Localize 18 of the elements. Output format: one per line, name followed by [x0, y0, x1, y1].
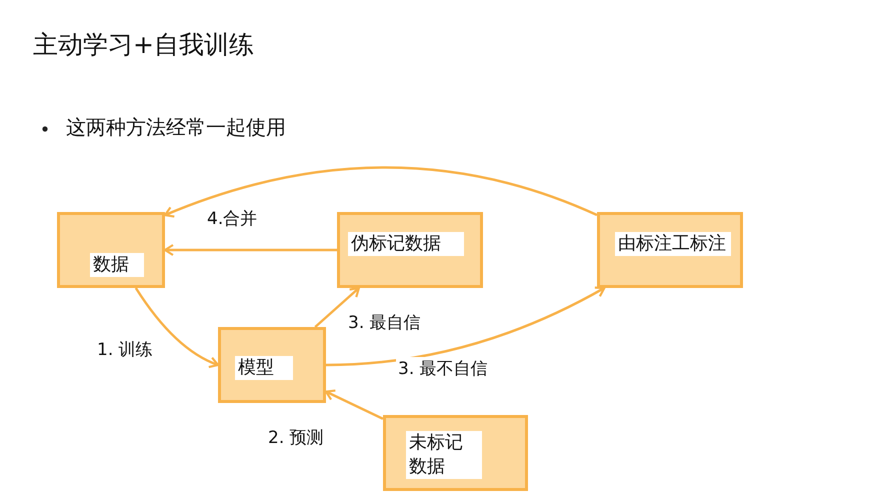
arrow: [164, 244, 337, 256]
node-label: 未标记数据: [406, 431, 482, 479]
arrow: [314, 286, 360, 328]
process-box: [337, 212, 483, 288]
node-label: 伪标记数据: [348, 232, 464, 256]
arrow: [164, 166, 598, 218]
bullet-text: 这两种方法经常一起使用: [66, 114, 286, 141]
process-box: [57, 212, 165, 288]
arrow: [326, 286, 606, 366]
arrow: [134, 287, 220, 368]
node-label: 由标注工标注: [615, 232, 731, 256]
process-box: [218, 327, 326, 403]
slide-title: 主动学习+自我训练: [33, 29, 254, 61]
node-label: 数据: [90, 253, 144, 277]
process-box: [597, 212, 743, 288]
node-label: 模型: [235, 356, 293, 380]
process-box: [383, 415, 528, 491]
arrow: [324, 389, 384, 420]
